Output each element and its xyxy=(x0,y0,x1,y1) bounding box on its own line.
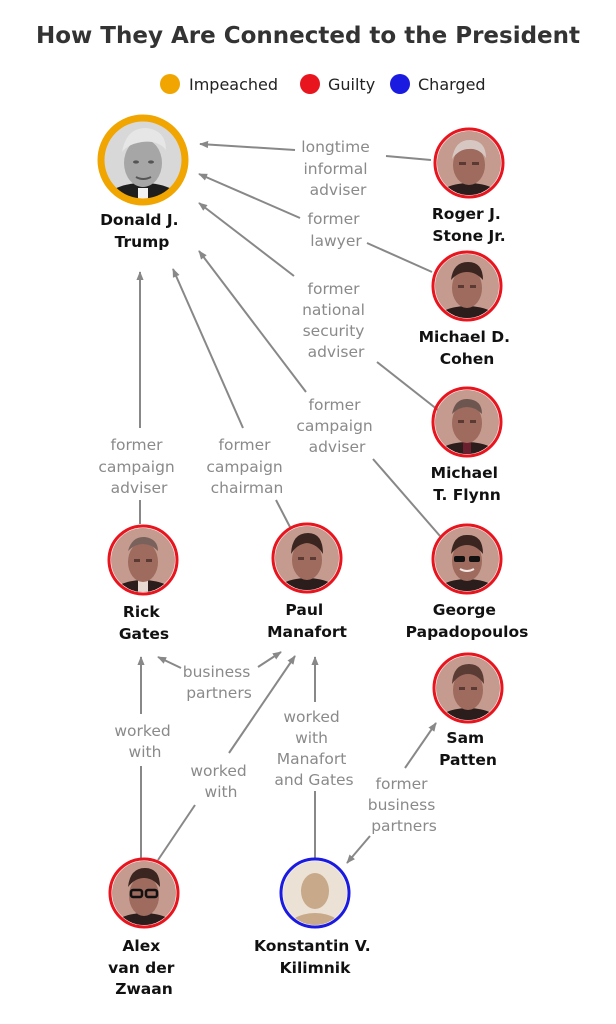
status-ring-stone xyxy=(433,127,505,199)
edge-tail-flynn-trump xyxy=(376,361,439,411)
edge-line-kilimnik-patten-up xyxy=(404,722,437,769)
status-ring-trump xyxy=(97,114,189,206)
edge-label-gates-trump: former campaign adviser xyxy=(98,436,179,497)
status-ring-papadopoulos xyxy=(431,523,503,595)
person-node-gates: Rick Gates xyxy=(107,524,179,643)
status-ring-flynn xyxy=(431,386,503,458)
status-ring-kilimnik xyxy=(279,857,351,929)
legend-item-guilty: Guilty xyxy=(300,74,375,94)
edge-label-flynn-trump: former national security adviser xyxy=(302,280,370,361)
legend-label-impeached: Impeached xyxy=(189,75,278,94)
person-name-gates: Rick Gates xyxy=(119,603,169,643)
legend-swatch-impeached xyxy=(160,74,180,94)
person-name-cohen: Michael D. Cohen xyxy=(419,328,516,368)
edge-cohen-trump: former lawyer xyxy=(198,173,433,273)
edge-manafort-trump: former campaign chairman xyxy=(172,268,291,528)
edge-line-manafort-trump xyxy=(172,268,244,429)
edge-tail-manafort-trump xyxy=(275,499,291,528)
edge-tail-vanderzwaan-manafort xyxy=(157,804,196,861)
edges: longtime informal adviser former lawyer … xyxy=(98,138,441,864)
edge-label-gates-manafort: business partners xyxy=(183,663,256,702)
edge-label-manafort-trump: former campaign chairman xyxy=(206,436,287,497)
edge-gates-trump: former campaign adviser xyxy=(98,271,179,524)
person-name-vanderzwaan: Alex van der Zwaan xyxy=(108,937,180,998)
edge-line-gates-manafort-left xyxy=(157,656,182,669)
person-node-manafort: Paul Manafort xyxy=(267,522,348,641)
legend-item-impeached: Impeached xyxy=(160,74,278,94)
status-ring-manafort xyxy=(271,522,343,594)
status-ring-cohen xyxy=(431,250,503,322)
edge-gates-manafort: business partners xyxy=(157,651,282,702)
person-name-flynn: Michael T. Flynn xyxy=(431,464,504,504)
edge-line-stone-trump xyxy=(199,140,296,151)
person-node-trump: Donald J. Trump xyxy=(97,114,189,251)
status-ring-vanderzwaan xyxy=(108,857,180,929)
legend-label-guilty: Guilty xyxy=(328,75,375,94)
silhouette-head xyxy=(301,873,329,909)
edge-label-kilimnik-patten: former business partners xyxy=(368,775,441,835)
edge-vanderzwaan-gates: worked with xyxy=(114,656,175,858)
person-node-cohen: Michael D. Cohen xyxy=(419,250,516,368)
edge-tail-cohen-trump xyxy=(366,242,433,273)
diagram-title: How They Are Connected to the President xyxy=(36,23,580,49)
person-name-kilimnik: Konstantin V. Kilimnik xyxy=(254,937,376,977)
edge-label-vanderzwaan-gates: worked with xyxy=(114,722,175,761)
edge-kilimnik-manafort: worked with Manafort and Gates xyxy=(274,656,354,858)
person-name-stone: Roger J. Stone Jr. xyxy=(432,205,506,245)
edge-label-stone-trump: longtime informal adviser xyxy=(301,138,374,199)
person-node-patten: Sam Patten xyxy=(432,652,504,769)
edge-vanderzwaan-manafort: worked with xyxy=(157,655,296,861)
legend-item-charged: Charged xyxy=(390,74,486,94)
edge-line-cohen-trump xyxy=(198,173,301,219)
person-name-trump: Donald J. Trump xyxy=(100,211,184,251)
legend-label-charged: Charged xyxy=(418,75,486,94)
person-node-vanderzwaan: Alex van der Zwaan xyxy=(108,857,180,998)
person-name-papadopoulos: George Papadopoulos xyxy=(406,601,529,641)
edge-line-gates-manafort-right xyxy=(257,651,282,668)
edge-tail-papadopoulos-trump xyxy=(372,458,441,537)
person-name-manafort: Paul Manafort xyxy=(267,601,347,641)
edge-label-cohen-trump: former lawyer xyxy=(308,210,365,250)
person-node-flynn: Michael T. Flynn xyxy=(431,386,504,504)
status-ring-gates xyxy=(107,524,179,596)
legend: Impeached Guilty Charged xyxy=(160,74,486,94)
legend-swatch-guilty xyxy=(300,74,320,94)
person-node-papadopoulos: George Papadopoulos xyxy=(406,523,529,641)
edge-label-papadopoulos-trump: former campaign adviser xyxy=(296,396,377,456)
edge-tail-stone-trump xyxy=(385,155,432,161)
edge-line-flynn-trump xyxy=(198,202,295,277)
edge-papadopoulos-trump: former campaign adviser xyxy=(198,250,441,537)
edge-flynn-trump: former national security adviser xyxy=(198,202,439,411)
person-node-kilimnik: Konstantin V. Kilimnik xyxy=(254,857,376,977)
status-ring-patten xyxy=(432,652,504,724)
edge-label-vanderzwaan-manafort: worked with xyxy=(190,762,251,801)
edge-stone-trump: longtime informal adviser xyxy=(199,138,432,199)
person-node-stone: Roger J. Stone Jr. xyxy=(432,127,506,245)
legend-swatch-charged xyxy=(390,74,410,94)
edge-line-papadopoulos-trump xyxy=(198,250,307,393)
person-name-patten: Sam Patten xyxy=(439,729,497,769)
edge-label-kilimnik-manafort: worked with Manafort and Gates xyxy=(274,708,353,789)
edge-line-vanderzwaan-manafort xyxy=(228,655,296,754)
person-photo-vanderzwaan xyxy=(112,861,176,925)
edge-kilimnik-patten: former business partners xyxy=(346,722,441,864)
edge-line-kilimnik-patten-down xyxy=(346,835,371,864)
nodes: Donald J. Trump Roger J. Stone Jr. xyxy=(97,114,529,998)
